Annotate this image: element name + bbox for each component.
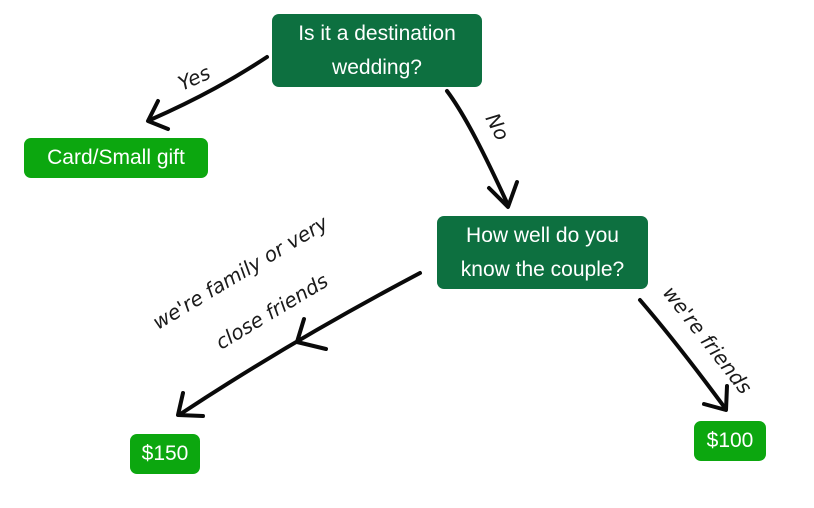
outcome-150: $150 xyxy=(130,434,200,474)
outcome-card-small-gift: Card/Small gift xyxy=(24,138,208,178)
question-1-line-2: wedding? xyxy=(332,56,422,79)
edge-label-no: No xyxy=(481,109,515,144)
arrow-friends xyxy=(638,298,729,412)
arrow-family xyxy=(176,271,422,418)
question-2-line-2: know the couple? xyxy=(460,258,625,281)
arrow-no xyxy=(445,89,519,209)
outcome-100: $100 xyxy=(694,421,766,461)
arrow-yes xyxy=(146,55,269,131)
question-2-line-1: How well do you xyxy=(466,224,619,247)
question-how-well-know-couple: How well do you know the couple? xyxy=(437,216,648,289)
question-1-line-1: Is it a destination xyxy=(298,22,456,45)
question-destination-wedding: Is it a destination wedding? xyxy=(272,14,482,87)
